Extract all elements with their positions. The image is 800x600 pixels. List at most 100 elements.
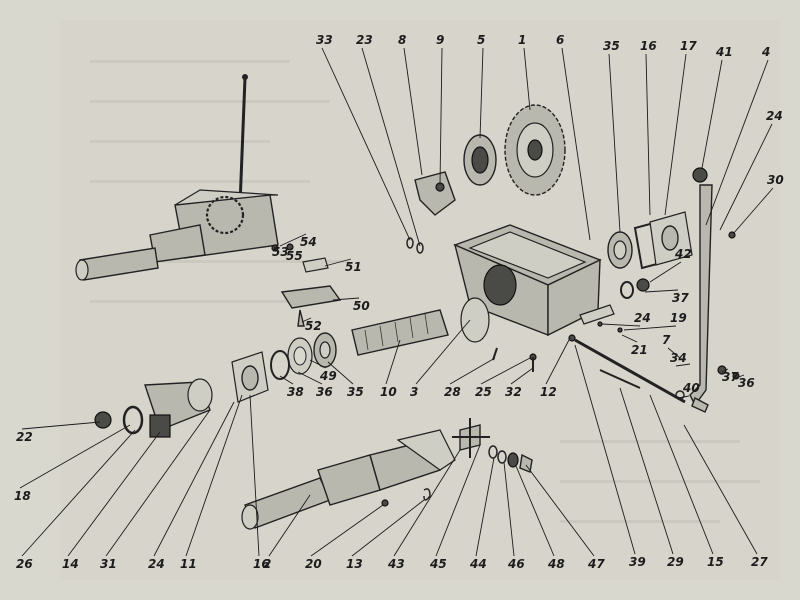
gearbox-housing-drawing xyxy=(453,224,602,343)
small-hardware-drawing xyxy=(271,243,342,327)
callout-number: 22 xyxy=(16,430,33,444)
callout-number: 11 xyxy=(180,557,197,571)
leader-line xyxy=(105,409,211,557)
leader-line xyxy=(574,344,636,555)
leader-line xyxy=(721,368,729,373)
leader-line xyxy=(621,334,638,343)
leader-line xyxy=(480,357,531,385)
sleeve-gear-drawing xyxy=(463,134,497,186)
leader-line xyxy=(719,123,773,231)
callout-51: 51 xyxy=(324,258,362,274)
callout-24: 24 xyxy=(601,311,651,327)
callout-4: 4 xyxy=(705,45,770,226)
leader-line xyxy=(435,444,481,557)
callout-27: 27 xyxy=(683,424,768,569)
callout-number: 7 xyxy=(662,333,671,347)
callout-35: 35 xyxy=(603,39,621,233)
leader-line xyxy=(449,357,496,385)
leader-line xyxy=(324,258,352,267)
leader-line xyxy=(279,233,307,247)
callout-17: 17 xyxy=(664,39,697,216)
callout-number: 53 xyxy=(272,245,289,259)
callout-number: 8 xyxy=(398,33,406,47)
leader-line xyxy=(601,323,641,327)
link-plate-and-rod-drawing xyxy=(568,304,686,404)
shift-fork-drawing xyxy=(414,171,456,216)
callout-29: 29 xyxy=(619,387,684,569)
callout-number: 51 xyxy=(345,260,362,274)
leader-line xyxy=(67,431,161,557)
callout-number: 31 xyxy=(100,557,117,571)
callout-41: 41 xyxy=(701,45,733,169)
leader-line xyxy=(475,457,495,557)
leader-line xyxy=(21,421,101,430)
callout-number: 15 xyxy=(707,555,724,569)
callout-21: 21 xyxy=(621,334,648,357)
callout-number: 14 xyxy=(62,557,79,571)
large-gear-drawing xyxy=(504,104,566,196)
callout-number: 1 xyxy=(518,33,526,47)
leader-line xyxy=(327,361,354,385)
callout-number: 30 xyxy=(767,173,784,187)
callout-number: 27 xyxy=(751,555,768,569)
callout-number: 35 xyxy=(347,385,364,399)
callout-number: 3 xyxy=(410,385,418,399)
callout-42: 42 xyxy=(649,247,692,283)
callout-25: 25 xyxy=(475,357,531,399)
callout-number: 32 xyxy=(505,385,522,399)
callout-number: 44 xyxy=(469,557,487,571)
callout-28: 28 xyxy=(444,357,496,399)
yoke-housing-drawing xyxy=(94,378,213,438)
callout-23: 23 xyxy=(356,33,421,247)
callout-number: 24 xyxy=(766,109,783,123)
leader-line xyxy=(515,465,555,557)
leader-line xyxy=(185,394,243,557)
callout-number: 10 xyxy=(380,385,397,399)
callout-number: 49 xyxy=(319,369,337,383)
callout-number: 25 xyxy=(475,385,492,399)
callout-number: 20 xyxy=(305,557,322,571)
leader-line xyxy=(677,395,690,399)
leader-line xyxy=(439,47,443,186)
callout-36: 36 xyxy=(735,374,755,390)
leader-line xyxy=(301,317,312,323)
cover-plate-drawing xyxy=(231,351,269,403)
callout-7: 7 xyxy=(662,333,681,359)
callout-number: 55 xyxy=(286,249,303,263)
callout-49: 49 xyxy=(309,359,337,383)
callout-number: 5 xyxy=(477,33,485,47)
leader-line xyxy=(645,53,651,216)
leader-line xyxy=(393,449,461,557)
leader-line xyxy=(309,359,327,369)
callout-15: 15 xyxy=(649,394,724,569)
callout-number: 54 xyxy=(300,235,317,249)
small-rings-drawing xyxy=(406,237,424,254)
leader-line xyxy=(619,387,674,555)
leader-line xyxy=(503,461,515,557)
callout-number: 21 xyxy=(631,343,648,357)
callout-26: 26 xyxy=(16,429,136,571)
callout-number: 2 xyxy=(263,557,271,571)
callout-number: 42 xyxy=(674,247,692,261)
leader-line xyxy=(385,339,401,385)
leader-line xyxy=(561,47,591,241)
callout-24: 24 xyxy=(719,109,783,231)
callout-53: 53 xyxy=(272,243,289,259)
callout-number: 48 xyxy=(547,557,565,571)
leader-line xyxy=(21,429,136,557)
show-through-text-lines xyxy=(90,60,760,523)
leader-line xyxy=(351,499,425,557)
leader-line xyxy=(268,494,311,557)
leader-line xyxy=(623,325,677,331)
callout-54: 54 xyxy=(279,233,317,249)
leader-line xyxy=(523,47,531,111)
callout-18: 18 xyxy=(14,424,131,503)
callout-12: 12 xyxy=(540,337,571,399)
leader-line xyxy=(644,289,679,293)
parts-illustration xyxy=(75,74,740,530)
callout-44: 44 xyxy=(469,457,495,571)
callout-52: 52 xyxy=(301,317,322,333)
